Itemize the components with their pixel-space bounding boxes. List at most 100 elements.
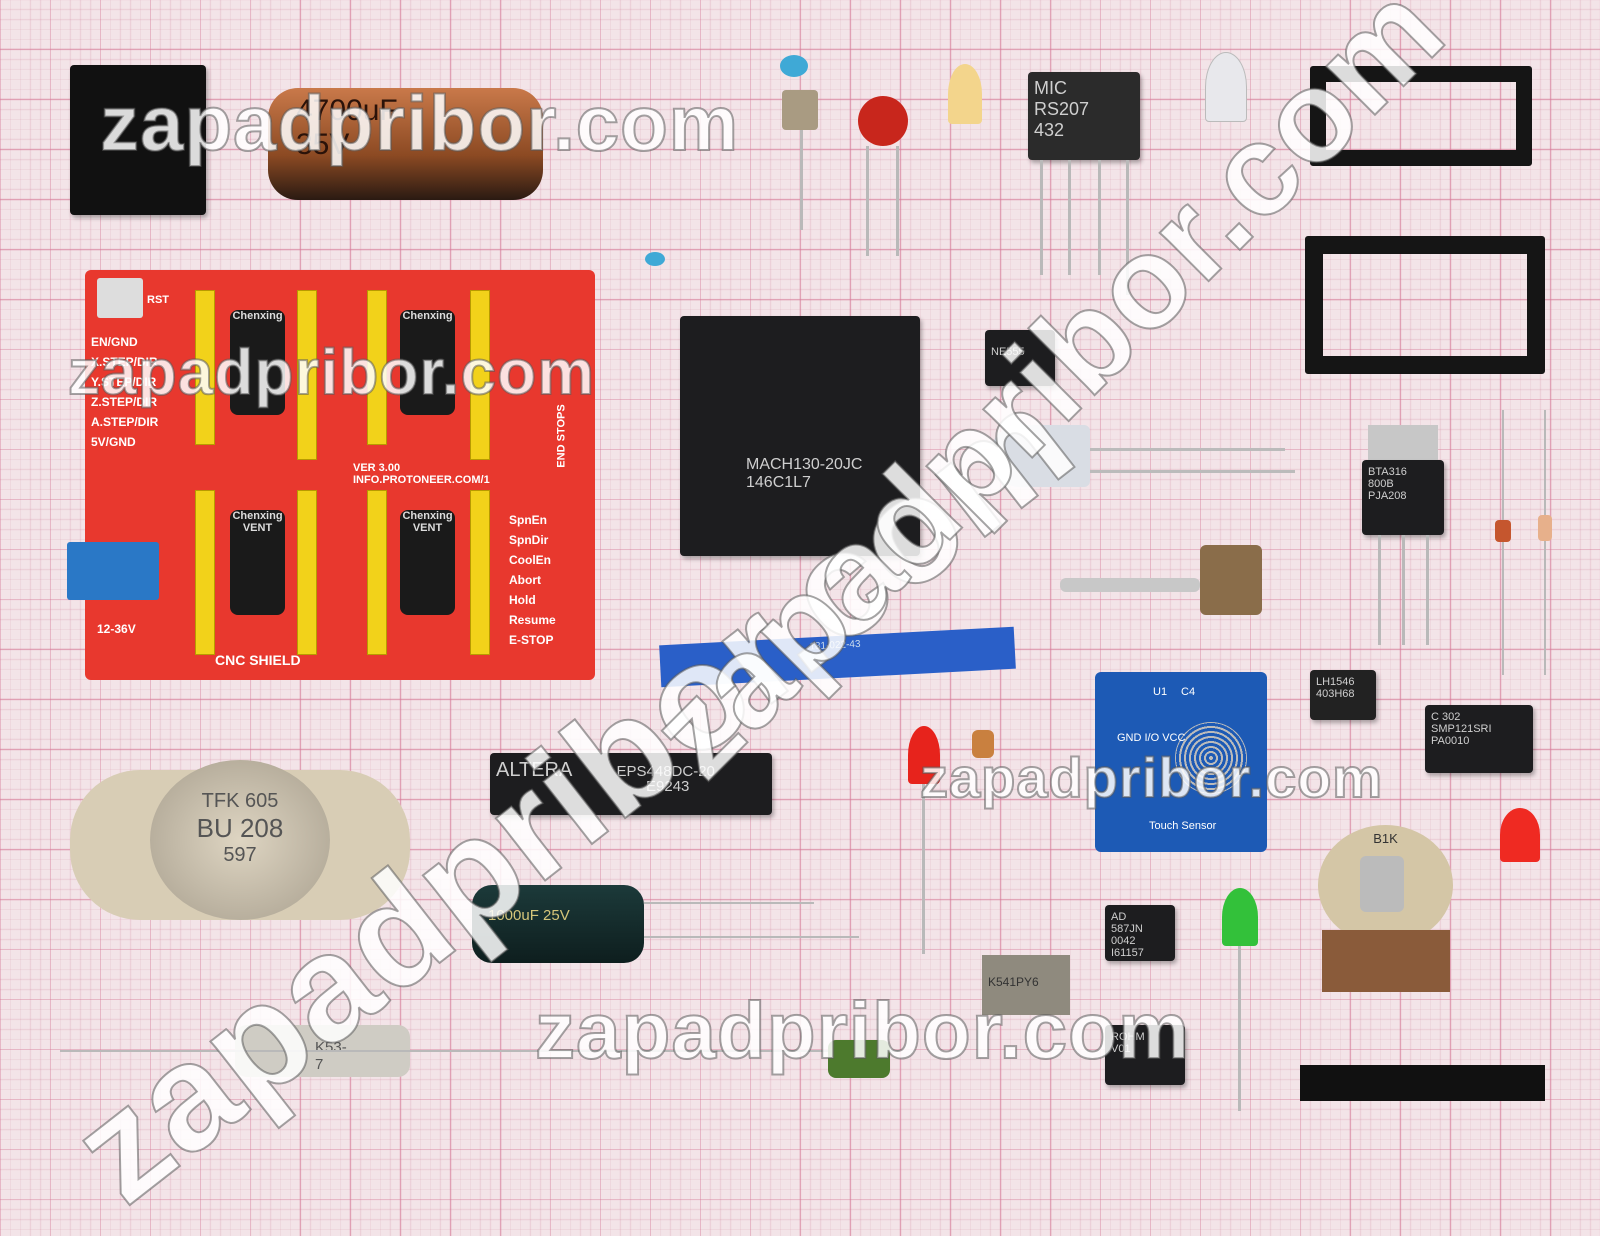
diode-lead	[1502, 410, 1504, 675]
triac-bta316: BTA316 800B PJA208	[1362, 460, 1444, 535]
pin-labels: GND I/O VCC	[1117, 732, 1186, 744]
bridge-part: RS207	[1034, 99, 1090, 119]
triac-lead	[1402, 535, 1405, 645]
red-led	[908, 726, 940, 784]
label: SpnDir	[509, 533, 549, 547]
altera-part: EPS448DC-20	[616, 763, 715, 780]
triac-sub: 800B	[1368, 478, 1394, 490]
capacitor-brand: Chenxing	[232, 310, 283, 322]
power-label: 12-36V	[97, 622, 136, 636]
capacitance-label: 4700uF	[296, 94, 398, 127]
label: Resume	[509, 613, 556, 627]
board-title: CNC SHIELD	[215, 652, 301, 668]
ir-led	[990, 425, 1090, 487]
screw-terminal	[67, 542, 159, 600]
opto-code: 403H68	[1316, 688, 1355, 700]
left-labels: EN/GND X.STEP/DIR Y.STEP/DIR Z.STEP/DIR …	[91, 332, 158, 452]
plcc-code: 146C1L7	[746, 474, 811, 491]
capacitor-brand: Chenxing	[232, 510, 283, 522]
pot-value: B1K	[1373, 831, 1398, 846]
resistor-lead	[60, 1050, 900, 1052]
altera-eprom: ALTERA EPS448DC-20 E9243	[490, 753, 772, 815]
altera-brand: ALTERA	[496, 759, 573, 781]
plcc-part: MACH130-20JC	[746, 456, 863, 473]
pin-header	[195, 490, 215, 655]
label: SpnEn	[509, 513, 547, 527]
watermark: zapadpribor.com	[534, 985, 1191, 1076]
pin-header	[195, 290, 215, 445]
red-ceramic-disc	[858, 96, 908, 146]
to3-code: 597	[223, 844, 257, 866]
label: EN/GND	[91, 335, 138, 349]
triac-tab	[1368, 425, 1438, 465]
led-lead	[1090, 448, 1285, 451]
led-lead	[1238, 946, 1241, 1111]
ad-code: 0042	[1111, 935, 1136, 947]
watermark: zapadpribor.com	[67, 335, 596, 409]
vent-label: VENT	[412, 522, 443, 534]
pot-shaft	[1360, 856, 1404, 912]
cap-lead	[644, 936, 859, 938]
led-lead	[1090, 470, 1295, 473]
bridge-lead	[1040, 160, 1043, 275]
to3-part: BU 208	[196, 813, 284, 843]
triac-lead	[1426, 535, 1429, 645]
optocoupler-lh1546: LH1546 403H68	[1310, 670, 1376, 720]
ssr-code: PA0010	[1431, 735, 1470, 747]
k541-part: K541PY6	[988, 975, 1039, 989]
bridge-code: 432	[1034, 120, 1065, 140]
bridge-lead	[1098, 160, 1101, 275]
version-info: VER 3.00 INFO.PROTONEER.COM/1	[353, 462, 490, 486]
bridge-rectifier: MIC RS207 432	[1028, 72, 1140, 160]
dip8-label: NE555	[991, 346, 1025, 358]
triac-code: PJA208	[1368, 490, 1407, 502]
ceramic-capacitor-blue	[780, 55, 808, 77]
pin-header	[367, 290, 387, 445]
pin-header	[367, 490, 387, 655]
ssr-chip: C 302 SMP121SRI PA0010	[1425, 705, 1533, 773]
electrolytic-capacitor-1000uf: 1000uF 25V	[472, 885, 644, 963]
version-label: VER 3.00	[353, 462, 401, 474]
to3-transistor-bu208: TFK 605 BU 208 597	[150, 760, 330, 920]
tantalum-capacitor	[972, 730, 994, 758]
dip-socket-wide	[1305, 236, 1545, 374]
watermark: zapadpribor.com	[99, 78, 740, 168]
capacitor-brand: Chenxing	[402, 510, 453, 522]
pin-header	[470, 490, 490, 655]
small-potentiometer	[1200, 545, 1262, 615]
label: X.STEP/DIR	[91, 355, 158, 369]
cnc-shield-board: RST EN/GND X.STEP/DIR Y.STEP/DIR Z.STEP/…	[67, 270, 595, 680]
soic-code: V01	[1111, 1043, 1131, 1055]
triac-part: BTA316	[1368, 466, 1407, 478]
label: 5V/GND	[91, 435, 136, 449]
single-row-header	[1300, 1065, 1545, 1101]
altera-code: E9243	[646, 778, 690, 795]
smd-socket	[70, 65, 206, 215]
soic-part: ROHM	[1111, 1031, 1145, 1043]
ssr-part: C 302	[1431, 711, 1461, 723]
triac-lead	[1378, 535, 1381, 645]
pot-body	[1322, 930, 1450, 992]
touch-sensor-module: U1 C4 GND I/O VCC Touch Sensor	[1095, 672, 1267, 852]
ad-part: 587JN	[1111, 923, 1143, 935]
capacitor-label: 1000uF 25V	[488, 907, 570, 924]
rst-label: RST	[147, 294, 169, 306]
led-lead	[922, 784, 925, 954]
opto-part: LH1546	[1316, 676, 1355, 688]
glass-diode	[1495, 520, 1511, 542]
watermark: zapadpribor.com	[919, 745, 1384, 810]
label: Y.STEP/DIR	[91, 375, 157, 389]
potentiometer-shaft	[1060, 578, 1200, 592]
diode-lead	[1544, 410, 1546, 675]
label: Hold	[509, 593, 536, 607]
label: A.STEP/DIR	[91, 415, 159, 429]
right-labels: SpnEn SpnDir CoolEn Abort Hold Resume E-…	[509, 510, 556, 650]
metal-transistor	[782, 90, 818, 130]
ssr-sub: SMP121SRI	[1431, 723, 1492, 735]
bridge-lead	[1068, 160, 1071, 275]
label: Z.STEP/DIR	[91, 395, 158, 409]
ad587-chip: AD 587JN 0042 I61157	[1105, 905, 1175, 961]
touch-pad	[1175, 722, 1247, 794]
dip-socket-narrow	[1310, 66, 1532, 166]
